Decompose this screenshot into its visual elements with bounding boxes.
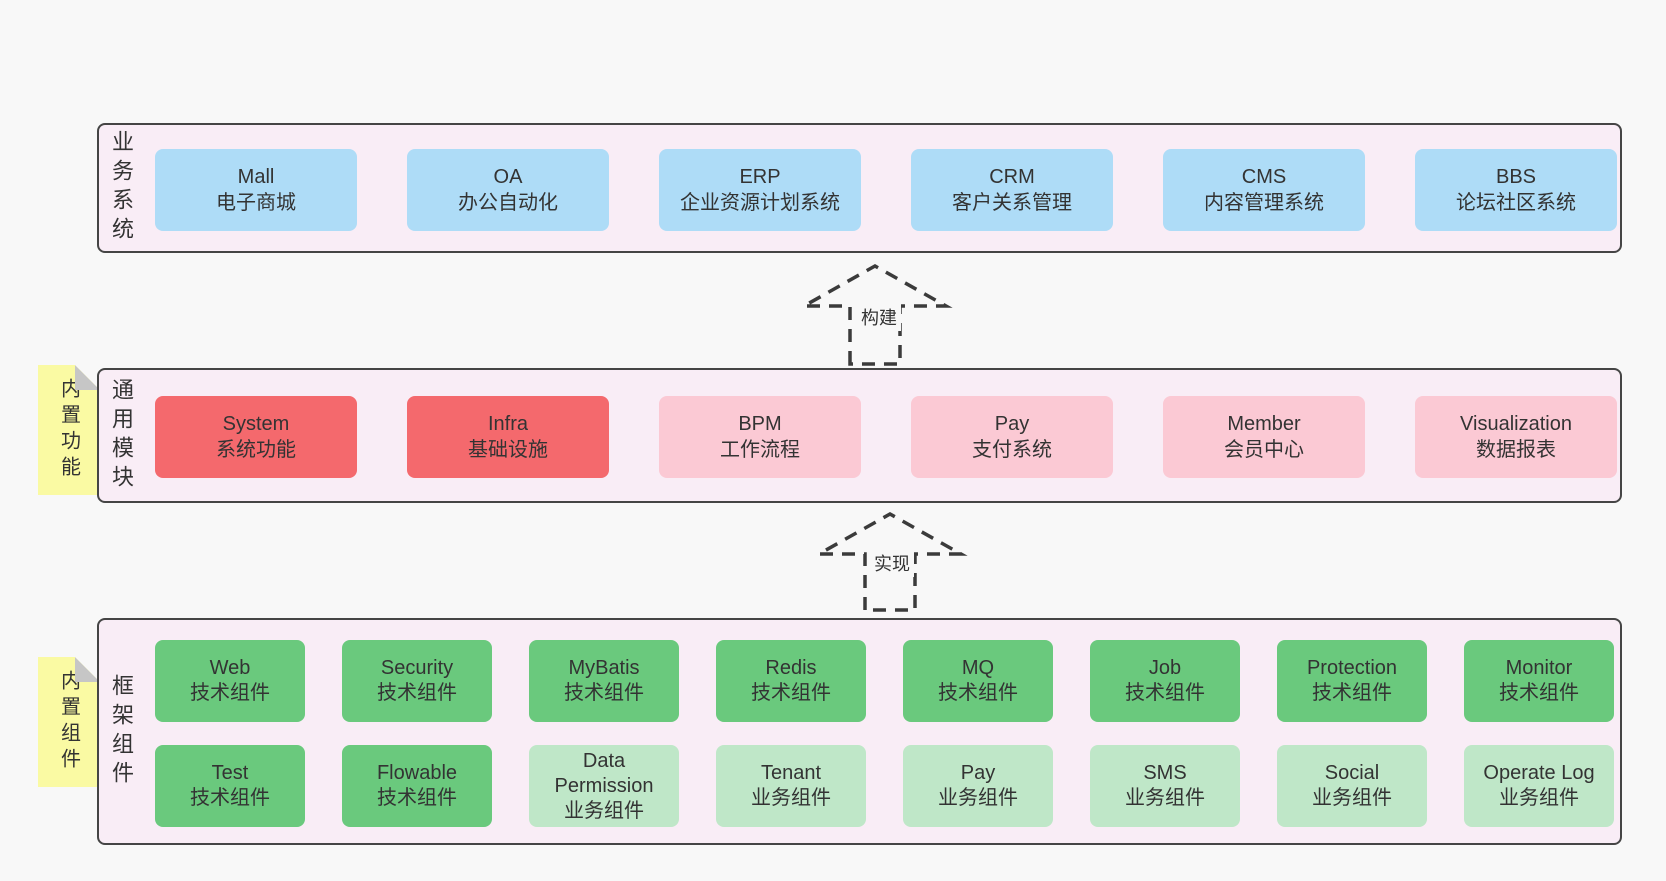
build-arrow-icon <box>797 263 953 366</box>
box-title: MQ <box>961 657 995 679</box>
box-title: Operate Log <box>1483 762 1595 784</box>
sticky-label: 内置功能 <box>57 378 80 482</box>
box-visualization: Visualization 数据报表 <box>1415 396 1617 478</box>
box-erp: ERP 企业资源计划系统 <box>659 149 861 231</box>
box-subtitle: 数据报表 <box>1476 439 1556 461</box>
box-system: System 系统功能 <box>155 396 357 478</box>
box-title: Tenant <box>760 762 822 784</box>
section-framework-components: 框架组件 Web 技术组件 Security 技术组件 MyBatis 技术组件… <box>97 618 1622 845</box>
box-infra: Infra 基础设施 <box>407 396 609 478</box>
box-subtitle: 基础设施 <box>468 439 548 461</box>
box-operate-log: Operate Log 业务组件 <box>1464 745 1614 827</box>
box-social: Social 业务组件 <box>1277 745 1427 827</box>
box-cms: CMS 内容管理系统 <box>1163 149 1365 231</box>
box-bbs: BBS 论坛社区系统 <box>1415 149 1617 231</box>
box-subtitle: 业务组件 <box>751 787 831 809</box>
box-pay: Pay 支付系统 <box>911 396 1113 478</box>
box-mybatis: MyBatis 技术组件 <box>529 640 679 722</box>
box-title: BPM <box>738 413 782 435</box>
box-oa: OA 办公自动化 <box>407 149 609 231</box>
box-title: Web <box>209 657 251 679</box>
box-flowable: Flowable 技术组件 <box>342 745 492 827</box>
box-subtitle: 内容管理系统 <box>1204 192 1324 214</box>
box-title: ERP <box>739 166 781 188</box>
box-subtitle: 业务组件 <box>1499 787 1579 809</box>
box-subtitle: 客户关系管理 <box>952 192 1072 214</box>
box-job: Job 技术组件 <box>1090 640 1240 722</box>
box-subtitle: 技术组件 <box>1125 682 1205 704</box>
box-title: Member <box>1227 413 1301 435</box>
box-title: Infra <box>487 413 529 435</box>
section-business-systems: 业务系统 Mall 电子商城 OA 办公自动化 ERP 企业资源计划系统 CRM… <box>97 123 1622 253</box>
box-title: Test <box>211 762 249 784</box>
box-monitor: Monitor 技术组件 <box>1464 640 1614 722</box>
box-subtitle: 论坛社区系统 <box>1456 192 1576 214</box>
box-title: Visualization <box>1460 413 1572 435</box>
box-title: Pay <box>960 762 996 784</box>
box-member: Member 会员中心 <box>1163 396 1365 478</box>
implement-arrow-icon <box>812 511 968 612</box>
box-title: Data Permission <box>554 749 654 797</box>
box-title: System <box>222 413 290 435</box>
section-label-business: 业务系统 <box>109 130 134 246</box>
box-subtitle: 技术组件 <box>751 682 831 704</box>
box-subtitle: 业务组件 <box>1125 787 1205 809</box>
box-security: Security 技术组件 <box>342 640 492 722</box>
box-subtitle: 技术组件 <box>564 682 644 704</box>
box-title: Security <box>380 657 454 679</box>
box-subtitle: 技术组件 <box>377 787 457 809</box>
arrow-label-implement: 实现 <box>870 549 914 577</box>
box-subtitle: 办公自动化 <box>458 192 558 214</box>
section-common-modules: 通用模块 System 系统功能 Infra 基础设施 BPM 工作流程 Pay… <box>97 368 1622 503</box>
box-title: CMS <box>1241 166 1287 188</box>
box-title: Job <box>1148 657 1182 679</box>
box-subtitle: 业务组件 <box>564 799 644 822</box>
box-subtitle: 系统功能 <box>216 439 296 461</box>
box-title: OA <box>493 166 523 188</box>
box-title: Flowable <box>376 762 458 784</box>
sticky-note-built-in-components: 内置组件 <box>38 657 100 787</box>
box-title: BBS <box>1495 166 1537 188</box>
box-redis: Redis 技术组件 <box>716 640 866 722</box>
box-title: Monitor <box>1505 657 1573 679</box>
box-subtitle: 技术组件 <box>938 682 1018 704</box>
box-subtitle: 技术组件 <box>1312 682 1392 704</box>
box-tenant: Tenant 业务组件 <box>716 745 866 827</box>
box-title: MyBatis <box>568 657 640 679</box>
box-subtitle: 业务组件 <box>1312 787 1392 809</box>
box-subtitle: 电子商城 <box>216 192 296 214</box>
box-sms: SMS 业务组件 <box>1090 745 1240 827</box>
box-subtitle: 会员中心 <box>1224 439 1304 461</box>
box-subtitle: 技术组件 <box>190 682 270 704</box>
box-title: SMS <box>1143 762 1187 784</box>
sticky-note-built-in-features: 内置功能 <box>38 365 100 495</box>
box-pay-biz: Pay 业务组件 <box>903 745 1053 827</box>
box-crm: CRM 客户关系管理 <box>911 149 1113 231</box>
box-subtitle: 技术组件 <box>377 682 457 704</box>
box-title: CRM <box>989 166 1035 188</box>
box-title: Redis <box>765 657 817 679</box>
box-bpm: BPM 工作流程 <box>659 396 861 478</box>
box-subtitle: 技术组件 <box>1499 682 1579 704</box>
arrow-label-build: 构建 <box>857 303 901 331</box>
box-subtitle: 工作流程 <box>720 439 800 461</box>
box-subtitle: 企业资源计划系统 <box>680 192 840 214</box>
box-test: Test 技术组件 <box>155 745 305 827</box>
box-mq: MQ 技术组件 <box>903 640 1053 722</box>
box-data-permission: Data Permission 业务组件 <box>529 745 679 827</box>
box-title: Mall <box>237 166 275 188</box>
box-title: Protection <box>1306 657 1398 679</box>
box-title: Pay <box>994 413 1030 435</box>
section-label-modules: 通用模块 <box>109 377 134 494</box>
box-web: Web 技术组件 <box>155 640 305 722</box>
box-subtitle: 业务组件 <box>938 787 1018 809</box>
sticky-label: 内置组件 <box>57 670 80 774</box>
section-label-framework: 框架组件 <box>109 673 134 790</box>
box-subtitle: 技术组件 <box>190 787 270 809</box>
box-title: Social <box>1324 762 1380 784</box>
box-subtitle: 支付系统 <box>972 439 1052 461</box>
box-mall: Mall 电子商城 <box>155 149 357 231</box>
box-protection: Protection 技术组件 <box>1277 640 1427 722</box>
